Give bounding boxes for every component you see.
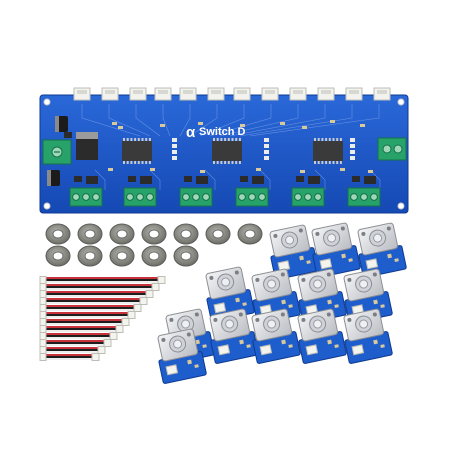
- washer: [205, 223, 231, 245]
- jst-connector: [289, 87, 307, 101]
- ic-chip-2: [212, 141, 242, 161]
- power-input-terminal: [42, 139, 72, 165]
- washer: [141, 245, 167, 267]
- jst-cable: [39, 276, 166, 284]
- chip-pins: [123, 138, 342, 164]
- jst-cable: [39, 332, 118, 340]
- pin-headers: [172, 138, 355, 160]
- mount-hole: [43, 98, 51, 106]
- jst-connector: [101, 87, 119, 101]
- jst-connector: [154, 87, 172, 101]
- jst-connector: [317, 87, 335, 101]
- mount-hole: [43, 202, 51, 210]
- jst-cable: [39, 318, 130, 326]
- mount-hole: [397, 98, 405, 106]
- screw-terminal: [123, 176, 157, 207]
- jst-connector: [73, 87, 91, 101]
- pcb-traces: [81, 104, 381, 190]
- washer: [173, 245, 199, 267]
- ic-chip-1: [122, 141, 152, 161]
- jst-cable: [39, 283, 160, 291]
- screw-terminal: [347, 176, 381, 207]
- output-terminal-row: [69, 176, 381, 207]
- washer: [77, 245, 103, 267]
- limit-switch-module: [297, 308, 347, 364]
- jst-cable: [39, 353, 100, 361]
- limit-switch-module: [357, 222, 407, 278]
- screw-terminal: [235, 176, 269, 207]
- jst-connector: [373, 87, 391, 101]
- limit-switch-module: [251, 308, 301, 364]
- washer: [109, 223, 135, 245]
- top-connector-row: [73, 87, 391, 101]
- washer: [77, 223, 103, 245]
- washer: [141, 223, 167, 245]
- limit-switch-module: [343, 268, 393, 324]
- mount-hole: [397, 202, 405, 210]
- jst-cable: [39, 297, 148, 305]
- limit-switch-module: [343, 308, 393, 364]
- limit-switch-modules: [157, 222, 407, 384]
- washer: [45, 223, 71, 245]
- rubber-washers: [45, 223, 263, 267]
- jst-cable: [39, 325, 124, 333]
- capacitor: [47, 170, 60, 186]
- limit-switch-module: [157, 328, 207, 384]
- jst-cable: [39, 290, 154, 298]
- limit-switch-module: [311, 222, 361, 278]
- jst-cable: [39, 311, 136, 319]
- jst-connector: [233, 87, 251, 101]
- washer: [173, 223, 199, 245]
- voltage-regulator: [76, 132, 98, 160]
- capacitor: [55, 116, 68, 132]
- screw-terminal: [291, 176, 325, 207]
- jst-cable-bundle: [39, 276, 166, 361]
- brand-name: Switch D: [199, 126, 246, 138]
- controller-board: α Switch D: [39, 87, 409, 214]
- washer: [237, 223, 263, 245]
- jst-cable: [39, 346, 106, 354]
- washer: [109, 245, 135, 267]
- jst-connector: [129, 87, 147, 101]
- washer: [45, 245, 71, 267]
- brand-symbol: α: [186, 124, 196, 141]
- jst-cable: [39, 339, 112, 347]
- screw-terminal: [179, 176, 213, 207]
- screw-terminal: [69, 176, 103, 207]
- jst-connector: [179, 87, 197, 101]
- diode: [64, 132, 72, 138]
- aux-terminal: [377, 137, 407, 161]
- ic-chip-3: [313, 141, 343, 161]
- jst-connector: [261, 87, 279, 101]
- limit-switch-module: [209, 308, 259, 364]
- smd-components: [108, 120, 373, 173]
- jst-cable: [39, 304, 142, 312]
- jst-connector: [345, 87, 363, 101]
- jst-connector: [207, 87, 225, 101]
